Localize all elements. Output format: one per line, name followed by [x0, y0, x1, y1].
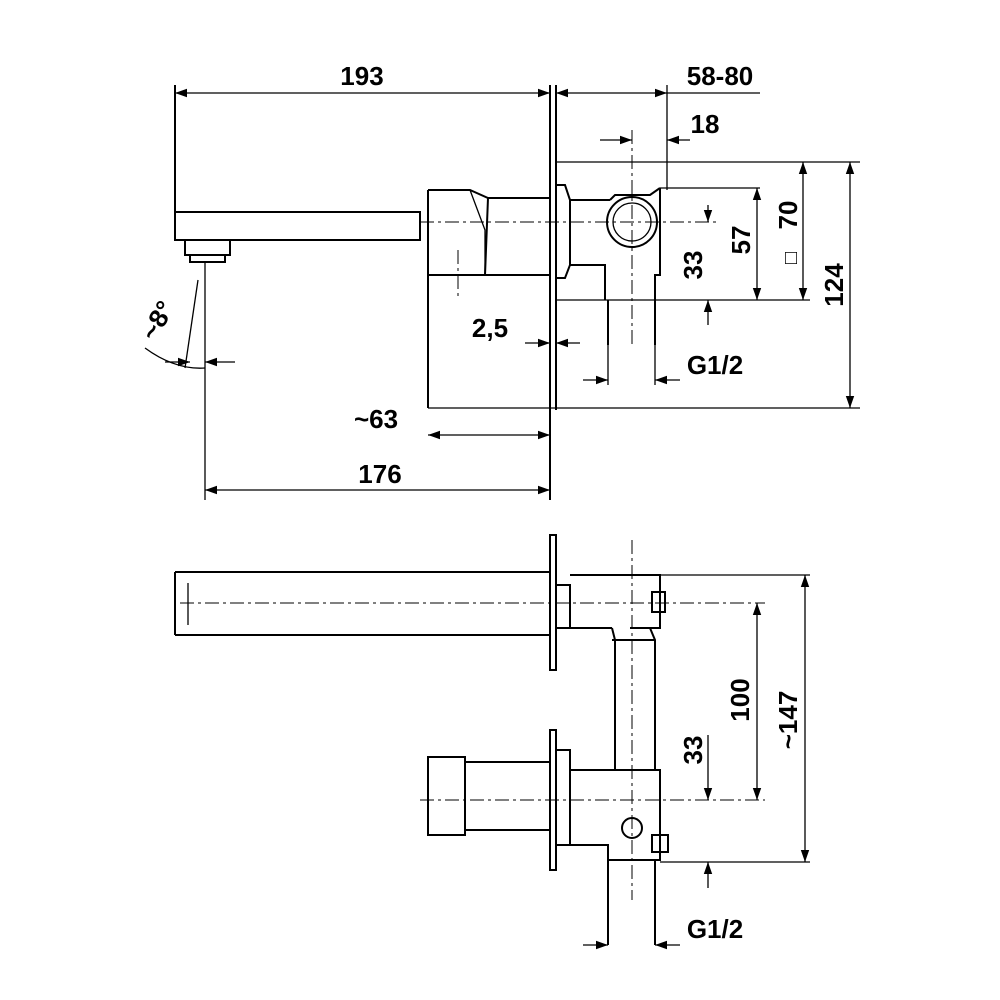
- dim-g12-bottom: G1/2: [687, 914, 743, 944]
- spout-bottom: [174, 571, 550, 636]
- mounting-box: [570, 187, 661, 300]
- dim-18: 18: [691, 109, 720, 139]
- dim-100: 100: [725, 678, 755, 721]
- dim-g12-top: G1/2: [687, 350, 743, 380]
- bottom-view: 100 ~147 33 G1/2: [174, 534, 810, 950]
- dim-2-5: 2,5: [472, 313, 508, 343]
- dim-193: 193: [340, 61, 383, 91]
- spout: [174, 85, 421, 263]
- dim-124: 124: [819, 263, 849, 307]
- dim-33-bottom: 33: [678, 736, 708, 765]
- wall-plate-upper: [549, 534, 557, 671]
- dim-147: ~147: [773, 691, 803, 750]
- dim-176: 176: [358, 459, 401, 489]
- wall-plate-lower: [549, 729, 557, 871]
- dim-63: ~63: [354, 404, 398, 434]
- wall-plate: [549, 85, 557, 500]
- square-symbol: □: [780, 252, 802, 264]
- dim-58-80: 58-80: [687, 61, 754, 91]
- valve-body: [427, 189, 550, 408]
- dim-angle: ~8°: [134, 296, 180, 346]
- handle-bottom: [427, 756, 550, 836]
- top-view: 193 58-80 18 33 57 70 □ 124 ~8° 2,5 G1/2…: [134, 61, 860, 500]
- dim-33-top: 33: [678, 251, 708, 280]
- riser: [611, 627, 656, 770]
- dim-57: 57: [726, 226, 756, 255]
- dim-70: 70: [773, 201, 803, 230]
